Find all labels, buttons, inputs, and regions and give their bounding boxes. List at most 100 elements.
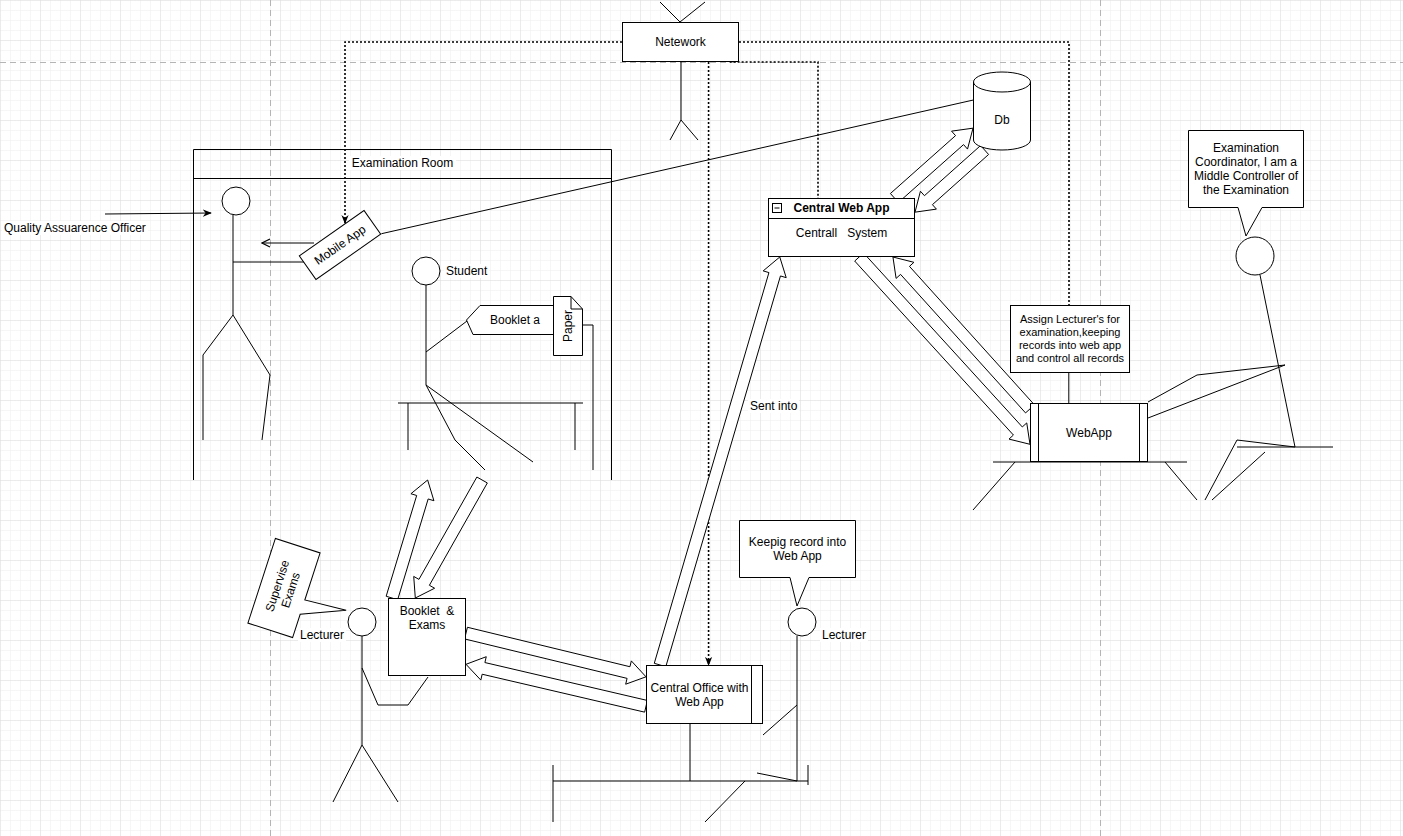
desk bbox=[973, 462, 1015, 510]
stick-figure bbox=[757, 773, 797, 781]
booklet-box: Booklet & Exams bbox=[388, 598, 466, 676]
stick-figure-head bbox=[412, 257, 440, 285]
connector-group bbox=[345, 42, 1069, 712]
stick-figure bbox=[333, 745, 362, 802]
outline-part bbox=[1139, 404, 1140, 462]
node-outline bbox=[973, 72, 1031, 150]
outline-part bbox=[389, 599, 466, 676]
outline-part bbox=[1031, 404, 1148, 462]
outline-part bbox=[194, 178, 612, 179]
page-break-line bbox=[270, 0, 271, 836]
outline-part bbox=[299, 210, 380, 279]
desk bbox=[583, 325, 593, 470]
node-text: Central Office with Web App bbox=[650, 681, 749, 709]
stick-figure bbox=[1148, 365, 1285, 402]
outline-part bbox=[647, 666, 763, 724]
node-content: Supervise Exams bbox=[247, 538, 320, 638]
stick-figure-head bbox=[788, 608, 816, 636]
outline-part bbox=[1038, 404, 1039, 462]
actor-label: Quality Assuarence Officer bbox=[2, 221, 148, 235]
node-content: Assign Lecturer's for examination,keepin… bbox=[1010, 305, 1130, 373]
node-text: Keepig record into Web App bbox=[743, 535, 852, 563]
node-content: Examination Coordinator, I am a Middle C… bbox=[1188, 130, 1304, 208]
database-cylinder: Db bbox=[973, 72, 1031, 150]
desk bbox=[1165, 462, 1197, 500]
node-text: Netework bbox=[655, 35, 706, 49]
callout-box: Examination Coordinator, I am a Middle C… bbox=[1188, 130, 1304, 208]
node-content: Booklet & Exams bbox=[388, 598, 466, 676]
outline-part bbox=[1189, 131, 1304, 237]
outline-part bbox=[194, 150, 612, 481]
stick-figure bbox=[705, 781, 745, 822]
block-arrow bbox=[414, 477, 488, 598]
outline-part bbox=[769, 218, 915, 219]
outline-part bbox=[740, 521, 856, 607]
outline-part bbox=[974, 72, 1031, 150]
edge-label: Sent into bbox=[748, 399, 799, 413]
outline-part bbox=[1011, 306, 1130, 373]
block-arrow bbox=[855, 253, 1030, 444]
room-boundary: Examination RoomMobile AppBooklet a Paper bbox=[193, 149, 612, 480]
stick-figure bbox=[362, 636, 363, 745]
actor-label: Lecturer bbox=[298, 628, 346, 642]
stick-figure bbox=[1205, 440, 1295, 500]
node-text: Booklet & Exams bbox=[392, 604, 462, 632]
desk bbox=[553, 781, 808, 782]
node-text: Centrall System bbox=[796, 226, 887, 240]
node-text: Booklet a bbox=[490, 313, 540, 327]
callout-box: Keepig record into Web App bbox=[739, 520, 856, 578]
outline-part bbox=[467, 306, 556, 335]
node-text: Supervise Exams bbox=[258, 545, 310, 632]
process-box: Central Office with Web App bbox=[646, 665, 763, 724]
node-content: Central Web AppCentrall System bbox=[768, 198, 915, 257]
stick-figure bbox=[426, 385, 485, 470]
stick-figure bbox=[681, 62, 682, 120]
stick-figure bbox=[670, 120, 681, 140]
connector-line bbox=[708, 62, 710, 665]
connector-line bbox=[381, 100, 973, 234]
desk bbox=[553, 765, 554, 822]
outline-part bbox=[571, 297, 583, 310]
paper-document: Paper bbox=[553, 296, 583, 356]
outline-part bbox=[769, 199, 915, 257]
node-text: Central Web App bbox=[793, 198, 889, 218]
stick-figure bbox=[1212, 452, 1265, 500]
node-text: Mobile App bbox=[312, 222, 369, 268]
node-text: Examination Room bbox=[349, 156, 456, 170]
desk bbox=[808, 765, 809, 785]
callout-box: Supervise Exams bbox=[247, 538, 320, 638]
desk bbox=[690, 724, 691, 781]
outline-part bbox=[751, 666, 752, 724]
app-box: Mobile App bbox=[299, 210, 382, 280]
stick-figure bbox=[233, 262, 305, 263]
pointer-arrow bbox=[105, 213, 211, 214]
node-content: WebApp bbox=[1030, 403, 1148, 462]
outline-part bbox=[974, 82, 1031, 92]
connector-line bbox=[1068, 373, 1069, 403]
actor-label: Student bbox=[444, 264, 489, 278]
connector-line bbox=[345, 42, 622, 223]
network-box: Netework bbox=[622, 22, 739, 62]
stick-figure bbox=[797, 636, 798, 781]
stick-figure-head bbox=[1236, 237, 1274, 275]
desk bbox=[398, 403, 583, 404]
stick-figure bbox=[203, 315, 233, 440]
stick-figure bbox=[426, 285, 427, 385]
stick-figure bbox=[1237, 447, 1333, 448]
stick-figure bbox=[680, 2, 705, 22]
figures bbox=[105, 2, 1333, 822]
process-box: WebApp bbox=[1030, 403, 1148, 462]
block-arrow bbox=[466, 657, 647, 712]
stick-figure bbox=[660, 2, 680, 22]
node-content: Central Office with Web App bbox=[646, 665, 763, 724]
stick-figure bbox=[763, 705, 797, 735]
node-text: Examination Coordinator, I am a Middle C… bbox=[1192, 141, 1300, 197]
node-content: Booklet a bbox=[466, 305, 556, 335]
node-text: Assign Lecturer's for examination,keepin… bbox=[1014, 313, 1126, 365]
